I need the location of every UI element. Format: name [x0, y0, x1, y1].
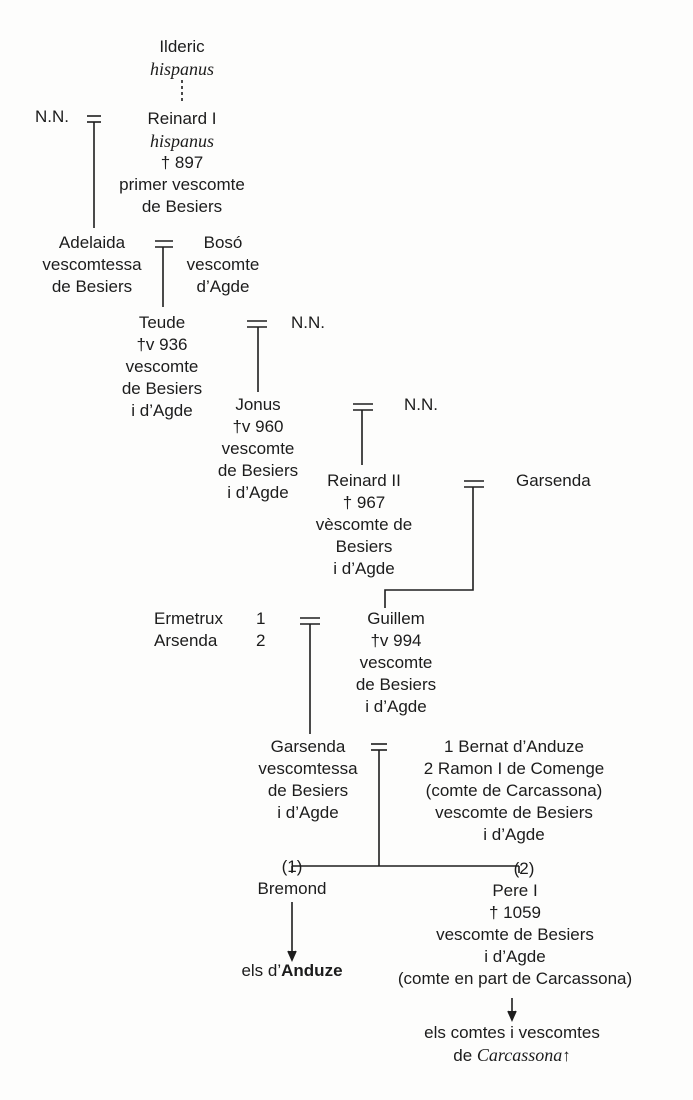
title-line: i d’Agde — [227, 483, 289, 502]
title-line: vescomtessa — [42, 255, 142, 274]
husband-line: i d’Agde — [483, 825, 545, 844]
title-line: vescomte — [221, 439, 295, 458]
person-name: Garsenda — [270, 737, 346, 756]
death-date: †v 994 — [370, 631, 422, 650]
lineage-name: Anduze — [281, 961, 343, 980]
lineage-name: Carcassona — [476, 1045, 563, 1065]
node-ermetrux: Ermetrux 1 — [154, 608, 270, 630]
death-date: † 897 — [160, 153, 204, 172]
node-reinard-2: Reinard II † 967 vèscomte de Besiers i d… — [306, 470, 422, 580]
person-name: Jonus — [235, 395, 281, 414]
person-name: Reinard I — [147, 109, 217, 128]
title-line: de Besiers — [267, 781, 349, 800]
title-line: de Besiers — [355, 675, 437, 694]
death-date: † 1059 — [489, 903, 541, 922]
husband-line: 1 Bernat d’Anduze — [444, 737, 584, 756]
title-line: de Besiers — [141, 197, 223, 216]
title-line: vescomte — [125, 357, 199, 376]
death-date: †v 960 — [232, 417, 284, 436]
child-mark: (2) — [513, 859, 535, 878]
death-date: †v 936 — [136, 335, 188, 354]
title-line: de Besiers — [51, 277, 133, 296]
person-name: N.N. — [404, 395, 438, 414]
title-line: i d’Agde — [131, 401, 193, 420]
child-mark: (1) — [281, 857, 303, 876]
node-jonus: Jonus †v 960 vescomte de Besiers i d’Agd… — [206, 394, 310, 504]
node-anduze: els d’Anduze — [212, 960, 372, 982]
person-name: Garsenda — [516, 471, 591, 490]
lineage-prefix: els d’ — [241, 961, 282, 980]
person-name: Bremond — [257, 879, 327, 898]
title-line: vescomte de Besiers — [436, 925, 594, 944]
person-name: Adelaida — [58, 233, 126, 252]
title-line: de Besiers — [121, 379, 203, 398]
husband-line: (comte de Carcassona) — [425, 781, 603, 800]
arrowhead-carcassona — [507, 1010, 517, 1022]
node-pere-1: (2) Pere I † 1059 vescomte de Besiers i … — [370, 858, 660, 990]
node-nn-3: N.N. — [404, 394, 438, 416]
title-line: i d’Agde — [277, 803, 339, 822]
person-name: Arsenda — [154, 631, 218, 650]
title-line: Besiers — [335, 537, 393, 556]
node-arsenda: Arsenda 2 — [154, 630, 270, 652]
title-line: vescomtessa — [258, 759, 358, 778]
epithet: hispanus — [149, 59, 214, 79]
node-boso: Bosó vescomte d’Agde — [175, 232, 271, 298]
node-guillem: Guillem †v 994 vescomte de Besiers i d’A… — [338, 608, 454, 718]
node-carcassona: els comtes i vescomtes de Carcassona↑ — [392, 1022, 632, 1067]
node-garsenda-1: Garsenda — [516, 470, 591, 492]
title-line: i d’Agde — [333, 559, 395, 578]
node-garsenda-2: Garsenda vescomtessa de Besiers i d’Agde — [250, 736, 366, 824]
title-line: d’Agde — [196, 277, 250, 296]
title-line: primer vescomte — [119, 175, 245, 194]
person-name: Ermetrux — [154, 609, 223, 628]
person-name: Bosó — [203, 233, 243, 252]
title-line: i d’Agde — [484, 947, 546, 966]
person-name: Pere I — [492, 881, 538, 900]
node-ilderic: Ilderic hispanus — [112, 36, 252, 80]
title-line: vescomte — [359, 653, 433, 672]
husband-line: 2 Ramon I de Comenge — [423, 759, 605, 778]
descent-to-guillem — [384, 487, 474, 608]
title-line: i d’Agde — [365, 697, 427, 716]
node-nn-1: N.N. — [35, 106, 69, 128]
node-bremond: (1) Bremond — [232, 856, 352, 900]
title-line: vescomte — [186, 255, 260, 274]
lineage-prefix: de — [453, 1046, 477, 1065]
person-name: Reinard II — [327, 471, 401, 490]
person-name: N.N. — [291, 313, 325, 332]
title-line: de Besiers — [217, 461, 299, 480]
marriage-number: 2 — [256, 631, 266, 650]
title-line: vèscomte de — [315, 515, 413, 534]
person-name: Teude — [138, 313, 186, 332]
node-nn-2: N.N. — [291, 312, 325, 334]
death-date: † 967 — [342, 493, 386, 512]
husband-line: vescomte de Besiers — [435, 803, 593, 822]
person-name: N.N. — [35, 107, 69, 126]
person-name: Guillem — [367, 609, 425, 628]
marriage-number: 1 — [256, 609, 266, 628]
node-adelaida: Adelaida vescomtessa de Besiers — [32, 232, 152, 298]
arrowhead-anduze — [287, 950, 297, 962]
person-name: Ilderic — [159, 37, 205, 56]
node-reinard-1: Reinard I hispanus † 897 primer vescomte… — [102, 108, 262, 218]
up-arrow-icon: ↑ — [562, 1046, 571, 1065]
lineage-line: els comtes i vescomtes — [424, 1023, 600, 1042]
node-husbands: 1 Bernat d’Anduze 2 Ramon I de Comenge (… — [394, 736, 634, 846]
epithet: hispanus — [149, 131, 214, 151]
title-line: (comte en part de Carcassona) — [397, 969, 633, 988]
node-teude: Teude †v 936 vescomte de Besiers i d’Agd… — [110, 312, 214, 422]
